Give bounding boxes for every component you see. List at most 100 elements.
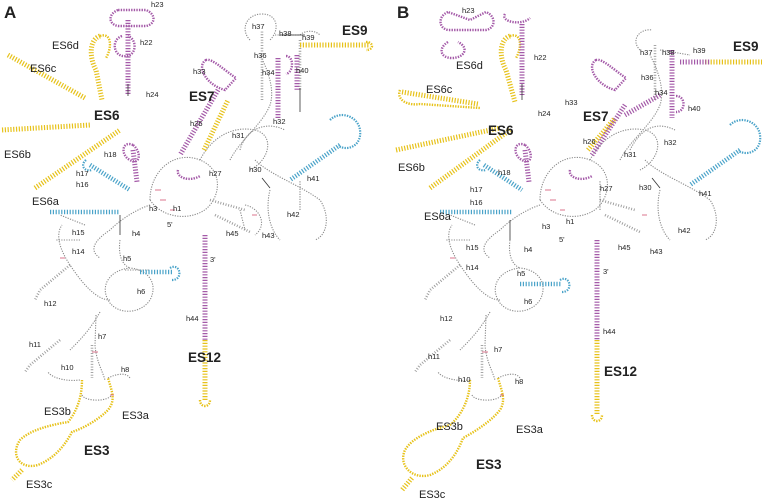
- helix-label-h44: h44: [186, 314, 199, 323]
- helix-label-h15: h15: [466, 243, 479, 252]
- helix-label-h7: h7: [494, 345, 502, 354]
- helix-label-h22: h22: [140, 38, 153, 47]
- helix-label-h8: h8: [515, 377, 523, 386]
- helix-label-h12: h12: [44, 299, 57, 308]
- helix-label-h45: h45: [618, 243, 631, 252]
- es-label-ES12: ES12: [188, 350, 221, 365]
- es-label-ES3b: ES3b: [44, 406, 71, 418]
- es-label-ES6a: ES6a: [424, 211, 452, 223]
- helix-label-h40: h40: [688, 104, 701, 113]
- purple-helices: [439, 10, 710, 340]
- helix-label-h30: h30: [249, 165, 262, 174]
- blue-helices: [440, 118, 762, 294]
- pairing-ticks: [450, 189, 647, 396]
- es-label-ES3b: ES3b: [436, 421, 463, 433]
- es-label-ES6d: ES6d: [52, 40, 79, 52]
- helix-label-h17: h17: [76, 169, 89, 178]
- helix-label-h1: h1: [566, 217, 574, 226]
- es-label-ES7: ES7: [189, 89, 215, 104]
- panel-b: B: [395, 3, 762, 500]
- core-structure: [413, 29, 717, 401]
- es-label-ES9: ES9: [733, 39, 759, 54]
- helix-label-h41: h41: [307, 174, 320, 183]
- pairing-ticks: [60, 189, 257, 396]
- helix-label-h8: h8: [121, 365, 129, 374]
- es-label-ES7: ES7: [583, 109, 609, 124]
- helix-label-h37: h37: [252, 22, 265, 31]
- helix-label-h10: h10: [458, 375, 471, 384]
- helix-label-h45: h45: [226, 229, 239, 238]
- helix-label-h24: h24: [538, 109, 551, 118]
- es-label-ES6: ES6: [94, 108, 120, 123]
- helix-label-h18: h18: [104, 150, 117, 159]
- five-prime-end: 5': [559, 235, 565, 244]
- helix-label-h14: h14: [72, 247, 85, 256]
- helix-label-h26: h26: [583, 137, 596, 146]
- helix-label-h14: h14: [466, 263, 479, 272]
- helix-label-h44: h44: [603, 327, 616, 336]
- helix-label-h4: h4: [524, 245, 532, 254]
- es-label-ES3a: ES3a: [122, 410, 150, 422]
- es-label-ES6c: ES6c: [426, 84, 453, 96]
- helix-label-h41: h41: [699, 189, 712, 198]
- helix-label-h43: h43: [262, 231, 275, 240]
- helix-label-h32: h32: [664, 138, 677, 147]
- helix-label-h42: h42: [678, 226, 691, 235]
- helix-label-h11: h11: [29, 340, 41, 349]
- helix-label-h39: h39: [302, 33, 315, 42]
- helix-label-h31: h31: [624, 150, 637, 159]
- helix-label-h37: h37: [640, 48, 653, 57]
- helix-label-h11: h11: [428, 352, 440, 361]
- helix-label-h1: h1: [173, 204, 181, 213]
- es-label-ES6b: ES6b: [398, 162, 425, 174]
- helix-label-h3: h3: [542, 222, 550, 231]
- helix-label-h31: h31: [232, 131, 245, 140]
- helix-label-h23: h23: [151, 0, 164, 9]
- helix-label-h18: h18: [498, 168, 511, 177]
- three-prime-end: 3': [210, 255, 216, 264]
- helix-label-h33: h33: [193, 67, 206, 76]
- helix-label-h27: h27: [209, 169, 222, 178]
- helix-label-h7: h7: [98, 332, 106, 341]
- five-prime-end: 5': [167, 220, 173, 229]
- es-label-ES3: ES3: [84, 443, 110, 458]
- three-prime-end: 3': [603, 267, 609, 276]
- helix-label-h43: h43: [650, 247, 663, 256]
- helix-label-h6: h6: [524, 297, 532, 306]
- helix-label-h26: h26: [190, 119, 203, 128]
- es-label-ES3a: ES3a: [516, 424, 544, 436]
- helix-label-h27: h27: [600, 184, 613, 193]
- es-label-ES3: ES3: [476, 457, 502, 472]
- helix-label-h40: h40: [296, 66, 309, 75]
- purple-helices: [109, 8, 300, 340]
- es-label-ES12: ES12: [604, 364, 637, 379]
- helix-label-h32: h32: [273, 117, 286, 126]
- helix-label-h16: h16: [76, 180, 89, 189]
- es-label-ES9: ES9: [342, 23, 368, 38]
- es-label-ES6c: ES6c: [30, 63, 57, 75]
- panel-letter: A: [4, 3, 16, 22]
- yellow-expansion-segments: [395, 33, 762, 492]
- helix-label-h38: h38: [662, 48, 675, 57]
- helix-label-h39: h39: [693, 46, 706, 55]
- helix-label-h6: h6: [137, 287, 145, 296]
- helix-label-h10: h10: [61, 363, 74, 372]
- helix-label-h5: h5: [123, 254, 131, 263]
- es-label-ES6b: ES6b: [4, 149, 31, 161]
- helix-label-h34: h34: [262, 68, 275, 77]
- helix-label-h12: h12: [440, 314, 453, 323]
- helix-label-h38: h38: [279, 29, 292, 38]
- yellow-expansion-segments: [1, 33, 374, 482]
- helix-label-h34: h34: [655, 88, 668, 97]
- es-label-ES3c: ES3c: [26, 479, 53, 491]
- helix-label-h42: h42: [287, 210, 300, 219]
- es-label-ES6a: ES6a: [32, 196, 60, 208]
- helix-label-h5: h5: [517, 269, 525, 278]
- es-label-ES6d: ES6d: [456, 60, 483, 72]
- helix-label-h36: h36: [641, 73, 654, 82]
- blue-helices: [50, 113, 362, 282]
- helix-label-h22: h22: [534, 53, 547, 62]
- es-label-ES3c: ES3c: [419, 489, 446, 500]
